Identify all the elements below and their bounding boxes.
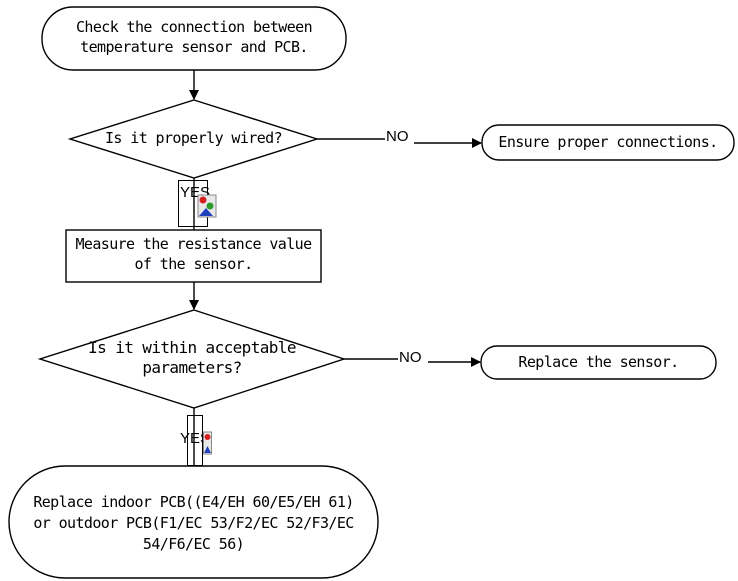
start-line-1: Check the connection between [75,18,313,36]
decision1-text: Is it properly wired? [70,128,317,148]
replace-pcb-line-2: or outdoor PCB(F1/EC 53/F2/EC 52/F3/EC [33,514,354,532]
ensure-terminator-shape [481,124,735,161]
measure-line-2: of the sensor. [134,255,253,273]
replace-pcb-line-1: Replace indoor PCB((E4/EH 60/E5/EH 61) [33,493,354,511]
decision1-line-1: Is it properly wired? [104,129,283,147]
replace-sensor-terminator-shape [480,345,717,380]
decision2-text: Is it within acceptable parameters? [40,338,344,378]
embedded-object-icon [197,194,217,218]
measure-process-text: Measure the resistance value of the sens… [66,234,321,274]
decision2-line-2: parameters? [142,358,242,377]
embedded-object-icon [203,431,212,455]
decision2-line-1: Is it within acceptable [88,338,296,357]
replace-sensor-terminator-text: Replace the sensor. [481,352,716,372]
no2-label: NO [399,349,422,366]
measure-line-1: Measure the resistance value [75,235,312,253]
replace-pcb-terminator-shape [8,465,379,579]
replace-pcb-line-3: 54/F6/EC 56) [142,535,245,553]
yes2-label: YES [180,430,211,447]
yes2-label-frame [187,415,203,466]
no1-label: NO [386,128,409,145]
ensure-terminator-text: Ensure proper connections. [482,132,734,152]
replace-sensor-line-1: Replace the sensor. [518,353,679,371]
start-terminator-text: Check the connection between temperature… [42,17,346,57]
replace-pcb-terminator-text: Replace indoor PCB((E4/EH 60/E5/EH 61) o… [9,492,378,555]
start-line-2: temperature sensor and PCB. [80,38,308,56]
ensure-line-1: Ensure proper connections. [498,133,718,151]
measure-process-shape [65,229,322,283]
